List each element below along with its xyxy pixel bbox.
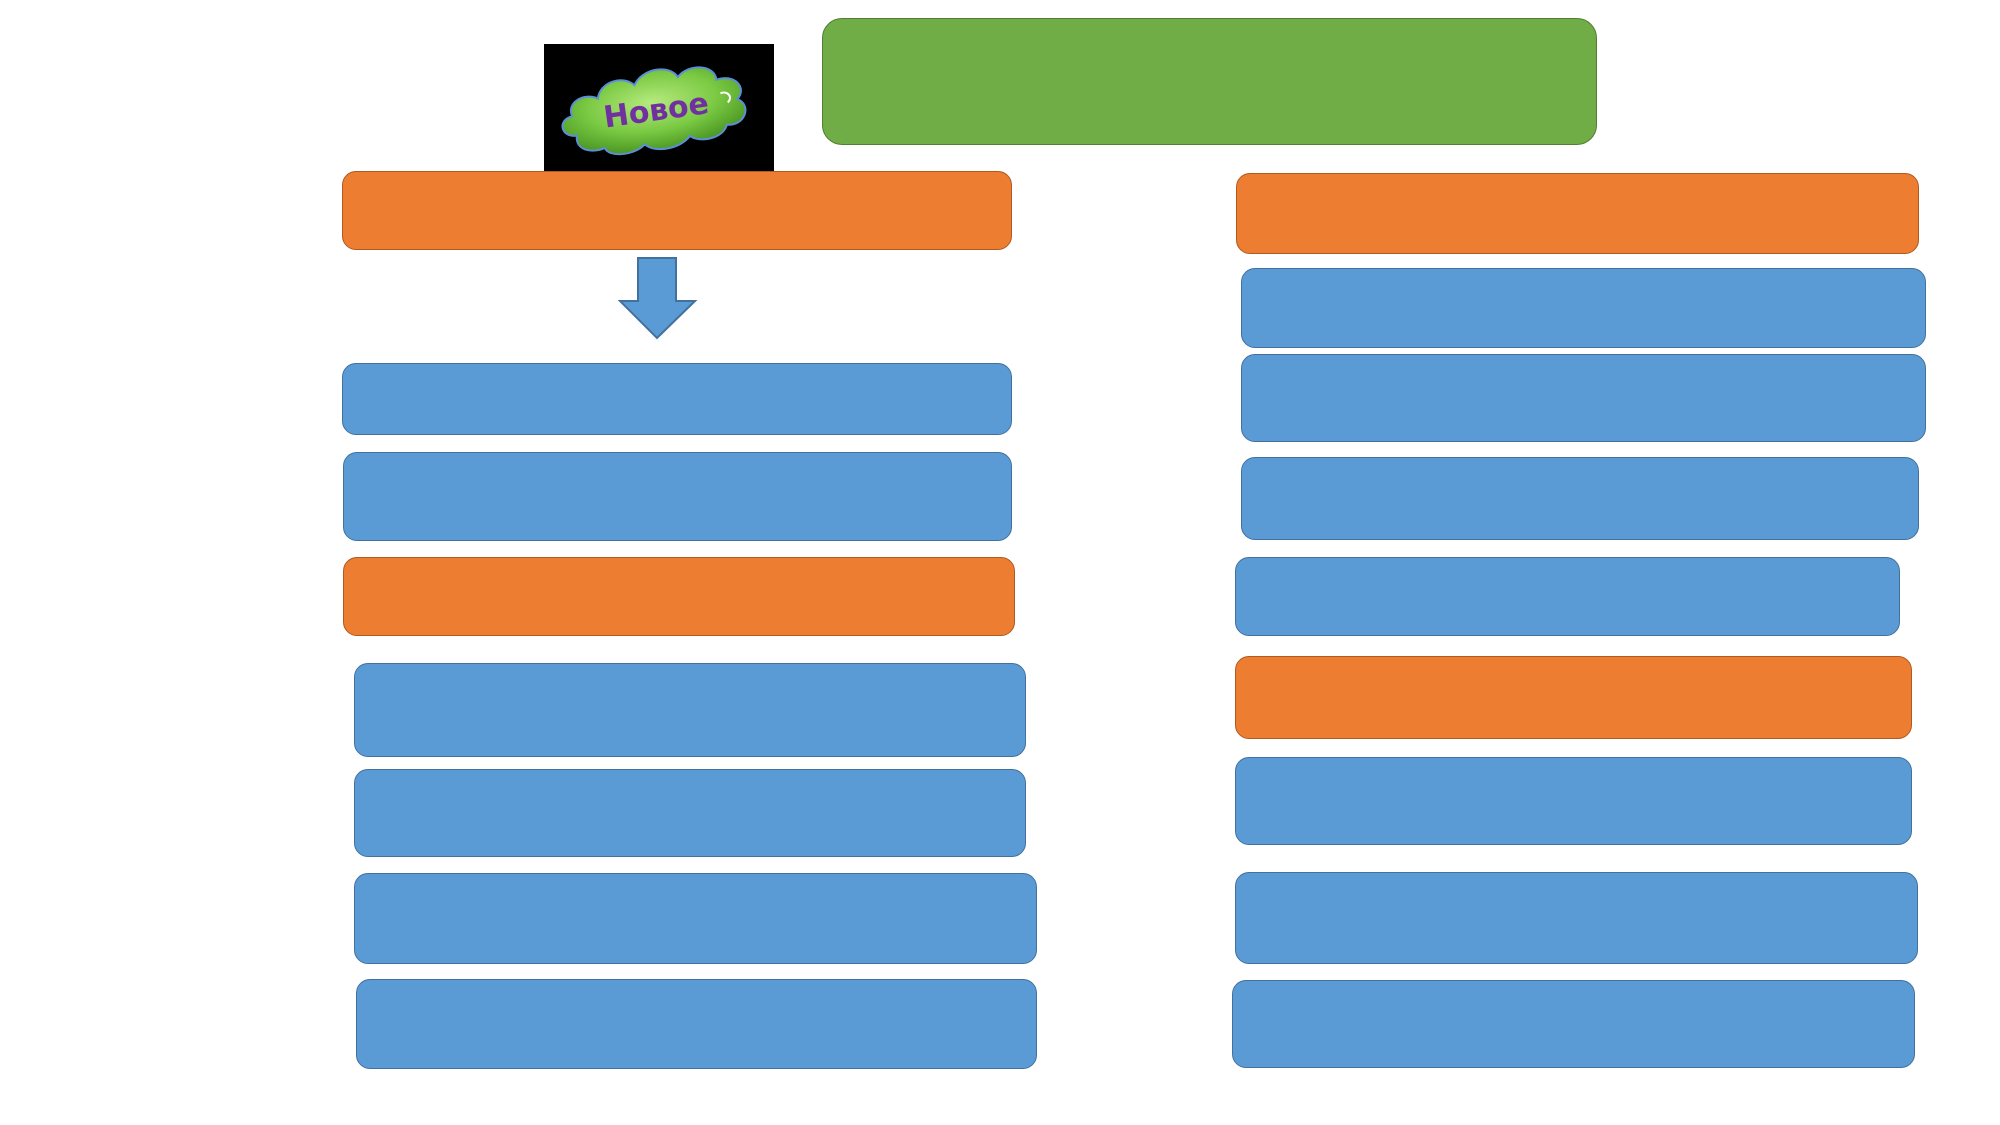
right-box-6 — [1235, 872, 1918, 964]
right-box-5 — [1235, 757, 1912, 845]
right-box-1 — [1241, 268, 1926, 348]
right-section-box — [1235, 656, 1912, 739]
cloud-icon: Новое — [561, 66, 747, 156]
left-box-4 — [354, 769, 1026, 857]
left-box-1 — [342, 363, 1012, 435]
left-box-5 — [354, 873, 1037, 964]
left-box-3 — [354, 663, 1026, 757]
left-section-box — [343, 557, 1015, 636]
title-box — [822, 18, 1597, 145]
right-box-4 — [1235, 557, 1900, 636]
right-box-3 — [1241, 457, 1919, 540]
logo-new-badge: Новое — [544, 44, 774, 174]
left-header-box — [342, 171, 1012, 250]
right-header-box — [1236, 173, 1919, 254]
right-box-2 — [1241, 354, 1926, 442]
down-arrow-icon — [618, 257, 698, 340]
left-box-2 — [343, 452, 1012, 541]
left-box-6 — [356, 979, 1037, 1069]
right-box-7 — [1232, 980, 1915, 1068]
